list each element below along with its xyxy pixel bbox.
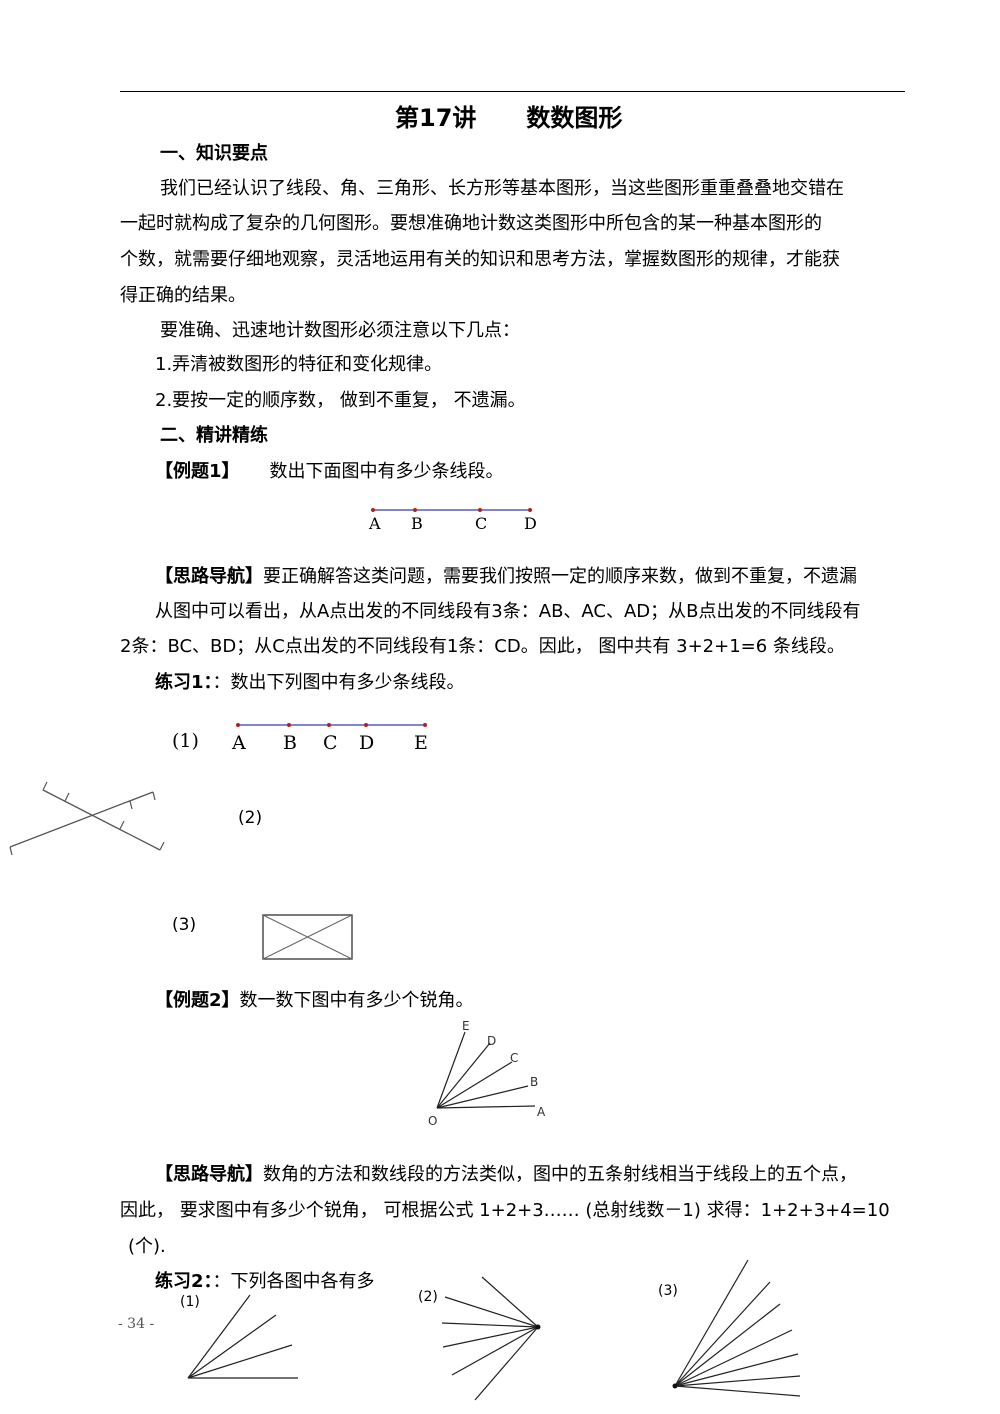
practice2-label: 练习2： bbox=[155, 1271, 213, 1292]
para-line-4: 得正确的结果。 bbox=[120, 285, 246, 306]
ray-label-e: E bbox=[462, 1019, 470, 1033]
page-title: 第17讲 数数图形 bbox=[395, 98, 622, 133]
ray-label-d: D bbox=[487, 1034, 496, 1048]
point-label-a: A bbox=[368, 514, 381, 533]
fig1-point-c: C bbox=[323, 732, 338, 754]
section2-heading: 二、精讲精练 bbox=[160, 425, 268, 446]
example2-label: 【例题2】 bbox=[155, 990, 240, 1011]
practice1-fig1-label: (1) bbox=[172, 730, 199, 752]
hint1-label: 【思路导航】 bbox=[155, 566, 263, 587]
fig1-point-e: E bbox=[414, 732, 428, 754]
ray-label-b: B bbox=[530, 1075, 538, 1089]
hint2-label: 【思路导航】 bbox=[155, 1164, 263, 1185]
point-1: 1.弄清被数图形的特征和变化规律。 bbox=[155, 354, 443, 375]
practice1-fig2-label: (2) bbox=[238, 808, 263, 828]
lecture-number: 第17讲 bbox=[395, 104, 477, 132]
example1-line: 【例题1】 数出下面图中有多少条线段。 bbox=[155, 457, 504, 483]
section1-heading: 一、知识要点 bbox=[160, 143, 268, 164]
example2-question: 数一数下图中有多少个锐角。 bbox=[239, 990, 474, 1011]
practice1-fig3-label: (3) bbox=[172, 915, 197, 935]
hint2-text-1: 数角的方法和数线段的方法类似，图中的五条射线相当于线段上的五个点， bbox=[263, 1164, 857, 1185]
practice1-fig3-rectangle bbox=[262, 914, 353, 960]
hint2-line-2: 因此， 要求图中有多少个锐角， 可根据公式 1+2+3…… (总射线数－1) 求… bbox=[120, 1200, 890, 1221]
practice1-fig2-crossing-lines bbox=[9, 781, 165, 856]
point-label-b: B bbox=[411, 514, 423, 533]
page-number: - 34 - bbox=[118, 1316, 155, 1332]
hint1-line-1: 【思路导航】要正确解答这类问题，需要我们按照一定的顺序来数，做到不重复，不遗漏 bbox=[155, 562, 857, 588]
point-label-d: D bbox=[524, 514, 537, 533]
points-intro: 要准确、迅速地计数图形必须注意以下几点： bbox=[160, 320, 520, 341]
practice2-fig2-label: (2) bbox=[418, 1289, 438, 1305]
fig1-point-b: B bbox=[283, 732, 297, 754]
hint2-line-3: (个). bbox=[128, 1236, 166, 1257]
practice2-question: ：下列各图中各有多 bbox=[212, 1271, 375, 1292]
fig1-point-a: A bbox=[231, 732, 246, 754]
point-label-c: C bbox=[475, 514, 487, 533]
ray-label-c: C bbox=[510, 1051, 518, 1065]
practice2-fig2-rays bbox=[441, 1276, 541, 1401]
example2-rays-figure: O A B C D E bbox=[428, 1019, 546, 1128]
example1-question: 数出下面图中有多少条线段。 bbox=[269, 461, 504, 482]
header-rule bbox=[120, 91, 905, 92]
practice1-line: 练习1：：数出下列图中有多少条线段。 bbox=[155, 668, 465, 694]
para-line-3: 个数，就需要仔细地观察，灵活地运用有关的知识和思考方法，掌握数图形的规律，才能获 bbox=[120, 249, 840, 270]
example1-label: 【例题1】 bbox=[155, 461, 240, 482]
practice2-fig3-label: (3) bbox=[658, 1283, 678, 1299]
practice1-question: ：数出下列图中有多少条线段。 bbox=[212, 672, 465, 693]
practice1-fig1-segment: A B C D E bbox=[231, 723, 428, 754]
example2-line: 【例题2】数一数下图中有多少个锐角。 bbox=[155, 986, 474, 1012]
practice2-fig1-rays bbox=[187, 1294, 298, 1379]
para-line-2: 一起时就构成了复杂的几何图形。要想准确地计数这类图形中所包含的某一种基本图形的 bbox=[120, 213, 822, 234]
vertex-label-o: O bbox=[428, 1114, 437, 1128]
ray-label-a: A bbox=[537, 1105, 546, 1119]
hint1-line-3: 2条：BC、BD；从C点出发的不同线段有1条：CD。因此， 图中共有 3+2+1… bbox=[120, 636, 845, 657]
hint1-line-2: 从图中可以看出，从A点出发的不同线段有3条：AB、AC、AD；从B点出发的不同线… bbox=[155, 601, 861, 622]
hint2-line-1: 【思路导航】数角的方法和数线段的方法类似，图中的五条射线相当于线段上的五个点， bbox=[155, 1160, 857, 1186]
para-line-1: 我们已经认识了线段、角、三角形、长方形等基本图形，当这些图形重重叠叠地交错在 bbox=[160, 178, 844, 199]
practice2-fig1-label: (1) bbox=[180, 1294, 200, 1310]
practice1-label: 练习1： bbox=[155, 672, 213, 693]
fig1-point-d: D bbox=[359, 732, 374, 754]
lecture-topic: 数数图形 bbox=[526, 104, 623, 132]
practice2-fig3-rays bbox=[672, 1259, 801, 1397]
point-2: 2.要按一定的顺序数， 做到不重复， 不遗漏。 bbox=[155, 390, 526, 411]
example1-segment-figure: A B C D bbox=[368, 508, 537, 533]
hint1-text-1: 要正确解答这类问题，需要我们按照一定的顺序来数，做到不重复，不遗漏 bbox=[263, 566, 857, 587]
practice2-line: 练习2：：下列各图中各有多 bbox=[155, 1267, 375, 1293]
